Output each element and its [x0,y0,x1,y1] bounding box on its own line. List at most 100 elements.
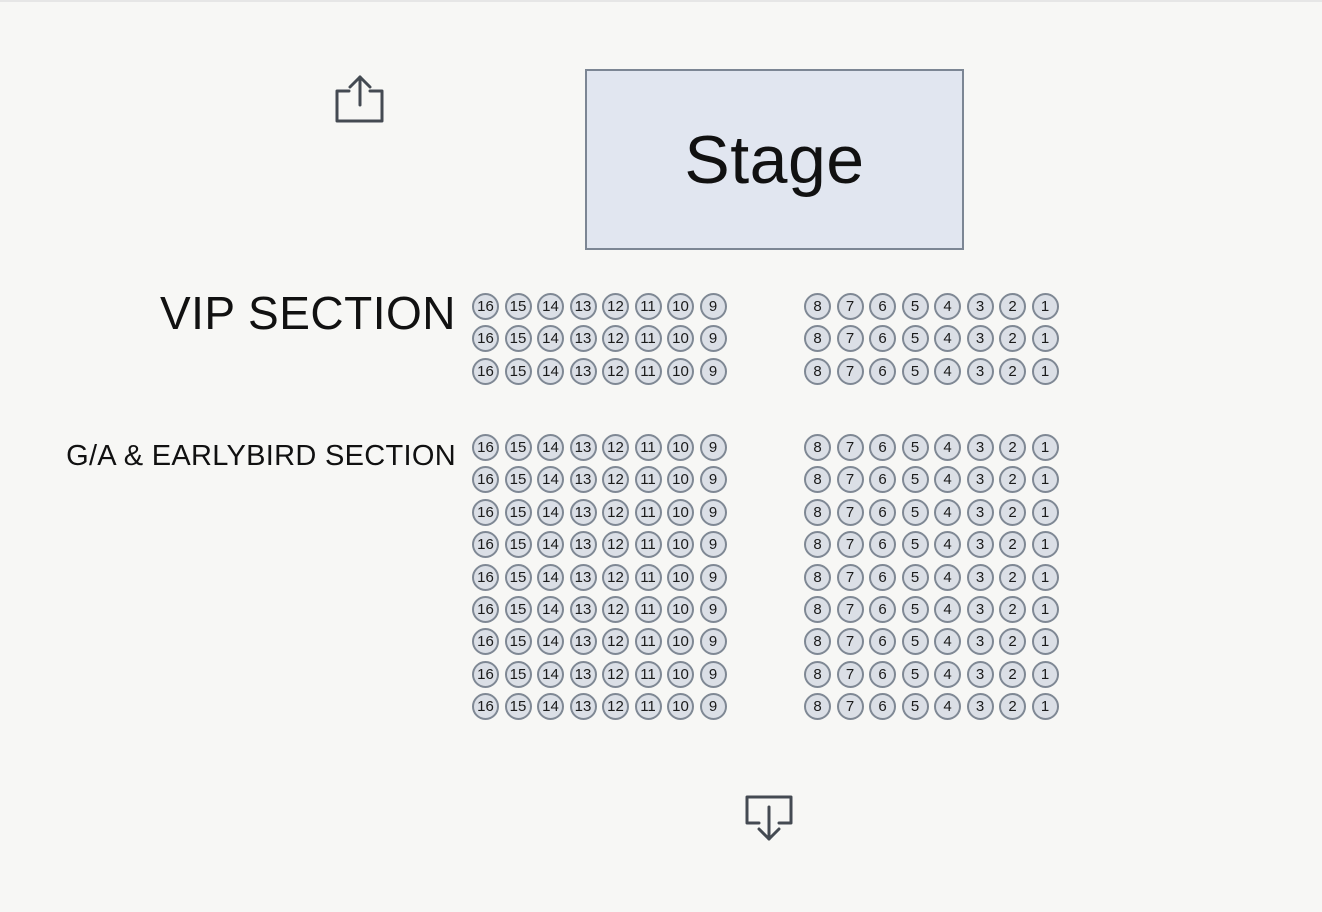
seat[interactable]: 5 [901,325,929,353]
seat[interactable]: 2 [999,434,1026,461]
seat[interactable]: 6 [869,434,896,461]
seat[interactable]: 10 [667,563,694,591]
seat[interactable]: 13 [569,357,597,385]
seat[interactable]: 13 [569,693,597,721]
seat[interactable]: 7 [836,595,864,623]
seat[interactable]: 15 [504,434,532,461]
seat[interactable]: 6 [869,498,896,526]
seat[interactable]: 8 [804,325,831,353]
seat[interactable]: 9 [699,660,727,688]
seat[interactable]: 9 [699,531,727,559]
seat[interactable]: 13 [569,660,597,688]
seat[interactable]: 6 [869,357,896,385]
seat[interactable]: 2 [999,325,1026,353]
seat[interactable]: 10 [667,693,694,721]
seat[interactable]: 9 [699,434,727,461]
seat[interactable]: 13 [569,434,597,461]
seat[interactable]: 12 [602,595,629,623]
seat[interactable]: 3 [966,434,994,461]
seat[interactable]: 8 [804,660,831,688]
seat[interactable]: 16 [472,595,499,623]
seat[interactable]: 14 [537,434,564,461]
seat[interactable]: 9 [699,628,727,656]
seat[interactable]: 7 [836,357,864,385]
seat[interactable]: 15 [504,628,532,656]
seat[interactable]: 6 [869,628,896,656]
seat[interactable]: 5 [901,498,929,526]
seat[interactable]: 8 [804,434,831,461]
seat[interactable]: 10 [667,434,694,461]
seat[interactable]: 11 [634,357,662,385]
seat[interactable]: 4 [934,660,961,688]
seat[interactable]: 7 [836,693,864,721]
seat[interactable]: 6 [869,660,896,688]
seat[interactable]: 7 [836,563,864,591]
seat[interactable]: 2 [999,357,1026,385]
seat[interactable]: 16 [472,660,499,688]
seat[interactable]: 3 [966,563,994,591]
seat[interactable]: 6 [869,293,896,320]
seat[interactable]: 3 [966,466,994,494]
seat[interactable]: 14 [537,293,564,320]
seat[interactable]: 9 [699,498,727,526]
seat[interactable]: 13 [569,293,597,320]
seat[interactable]: 3 [966,498,994,526]
seat[interactable]: 1 [1031,531,1059,559]
seat[interactable]: 9 [699,595,727,623]
seat[interactable]: 4 [934,563,961,591]
seat[interactable]: 13 [569,531,597,559]
seat[interactable]: 11 [634,628,662,656]
seat[interactable]: 14 [537,325,564,353]
seat[interactable]: 14 [537,693,564,721]
seat[interactable]: 8 [804,563,831,591]
seat[interactable]: 11 [634,293,662,320]
share-icon[interactable] [334,73,386,125]
seat[interactable]: 10 [667,531,694,559]
seat[interactable]: 9 [699,466,727,494]
seat[interactable]: 2 [999,660,1026,688]
seat[interactable]: 7 [836,466,864,494]
seat[interactable]: 1 [1031,466,1059,494]
seat[interactable]: 15 [504,563,532,591]
seat[interactable]: 4 [934,693,961,721]
seat[interactable]: 5 [901,357,929,385]
seat[interactable]: 2 [999,498,1026,526]
seat[interactable]: 3 [966,293,994,320]
seat[interactable]: 7 [836,660,864,688]
seat[interactable]: 12 [602,693,629,721]
seat[interactable]: 15 [504,498,532,526]
seat[interactable]: 10 [667,357,694,385]
seat[interactable]: 12 [602,660,629,688]
seat[interactable]: 4 [934,357,961,385]
exit-door-icon[interactable] [743,793,795,845]
seat[interactable]: 14 [537,660,564,688]
seat[interactable]: 2 [999,466,1026,494]
seat[interactable]: 1 [1031,498,1059,526]
seat[interactable]: 5 [901,693,929,721]
seat[interactable]: 12 [602,325,629,353]
seat[interactable]: 15 [504,531,532,559]
seat[interactable]: 16 [472,531,499,559]
seat[interactable]: 7 [836,628,864,656]
seat[interactable]: 6 [869,531,896,559]
seat[interactable]: 10 [667,498,694,526]
seat[interactable]: 8 [804,595,831,623]
seat[interactable]: 15 [504,466,532,494]
seat[interactable]: 12 [602,293,629,320]
seat[interactable]: 14 [537,563,564,591]
seat[interactable]: 1 [1031,563,1059,591]
seat[interactable]: 7 [836,325,864,353]
seat[interactable]: 1 [1031,595,1059,623]
seat[interactable]: 10 [667,628,694,656]
seat[interactable]: 12 [602,628,629,656]
seat[interactable]: 7 [836,434,864,461]
seat[interactable]: 6 [869,325,896,353]
seat[interactable]: 11 [634,325,662,353]
seat[interactable]: 16 [472,628,499,656]
seat[interactable]: 3 [966,693,994,721]
seat[interactable]: 11 [634,693,662,721]
seat[interactable]: 12 [602,498,629,526]
seat[interactable]: 14 [537,498,564,526]
seat[interactable]: 15 [504,693,532,721]
seat[interactable]: 16 [472,498,499,526]
